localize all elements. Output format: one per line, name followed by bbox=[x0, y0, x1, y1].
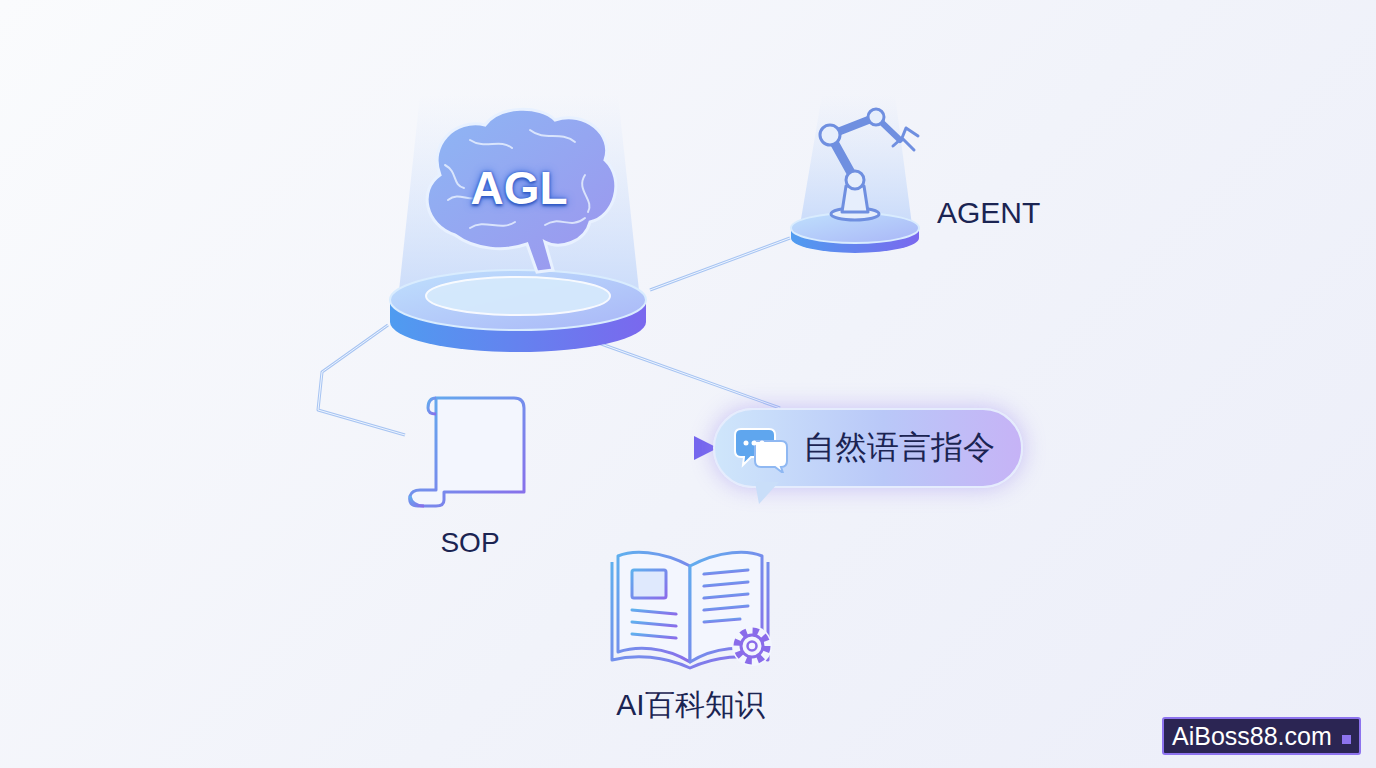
node-label: AI百科知识 bbox=[616, 685, 764, 726]
bubble-tail bbox=[753, 482, 783, 506]
link-highlight bbox=[318, 325, 405, 435]
link-highlight bbox=[590, 340, 780, 408]
watermark-text: AiBoss88.com bbox=[1164, 719, 1340, 753]
link-line bbox=[590, 340, 780, 408]
document-icon bbox=[410, 398, 524, 506]
link-line bbox=[318, 325, 405, 435]
platform-inner bbox=[426, 277, 610, 315]
platform-top bbox=[390, 270, 646, 330]
brain-illustration bbox=[427, 109, 616, 272]
knowledge-node: AI百科知识 bbox=[598, 538, 783, 723]
chat-bubble: 自然语言指令 bbox=[713, 408, 1023, 488]
link-highlight bbox=[650, 238, 790, 290]
light-beam bbox=[800, 95, 912, 225]
agent-node: AGENT bbox=[790, 100, 1070, 255]
node-label: 自然语言指令 bbox=[803, 426, 995, 470]
flow-arrow bbox=[535, 445, 713, 451]
brain-platform-node: AGL bbox=[388, 95, 650, 340]
node-label: AGENT bbox=[937, 196, 1040, 230]
chat-icon bbox=[733, 423, 789, 473]
watermark-box: AiBoss88.com bbox=[1162, 717, 1361, 755]
sop-node: SOP bbox=[405, 390, 535, 565]
node-label: SOP bbox=[440, 527, 499, 559]
book-icon bbox=[612, 552, 772, 668]
watermark-square bbox=[1342, 735, 1351, 744]
link-line bbox=[650, 238, 790, 290]
node-label: AGL bbox=[470, 161, 567, 215]
robot-arm bbox=[820, 109, 918, 220]
